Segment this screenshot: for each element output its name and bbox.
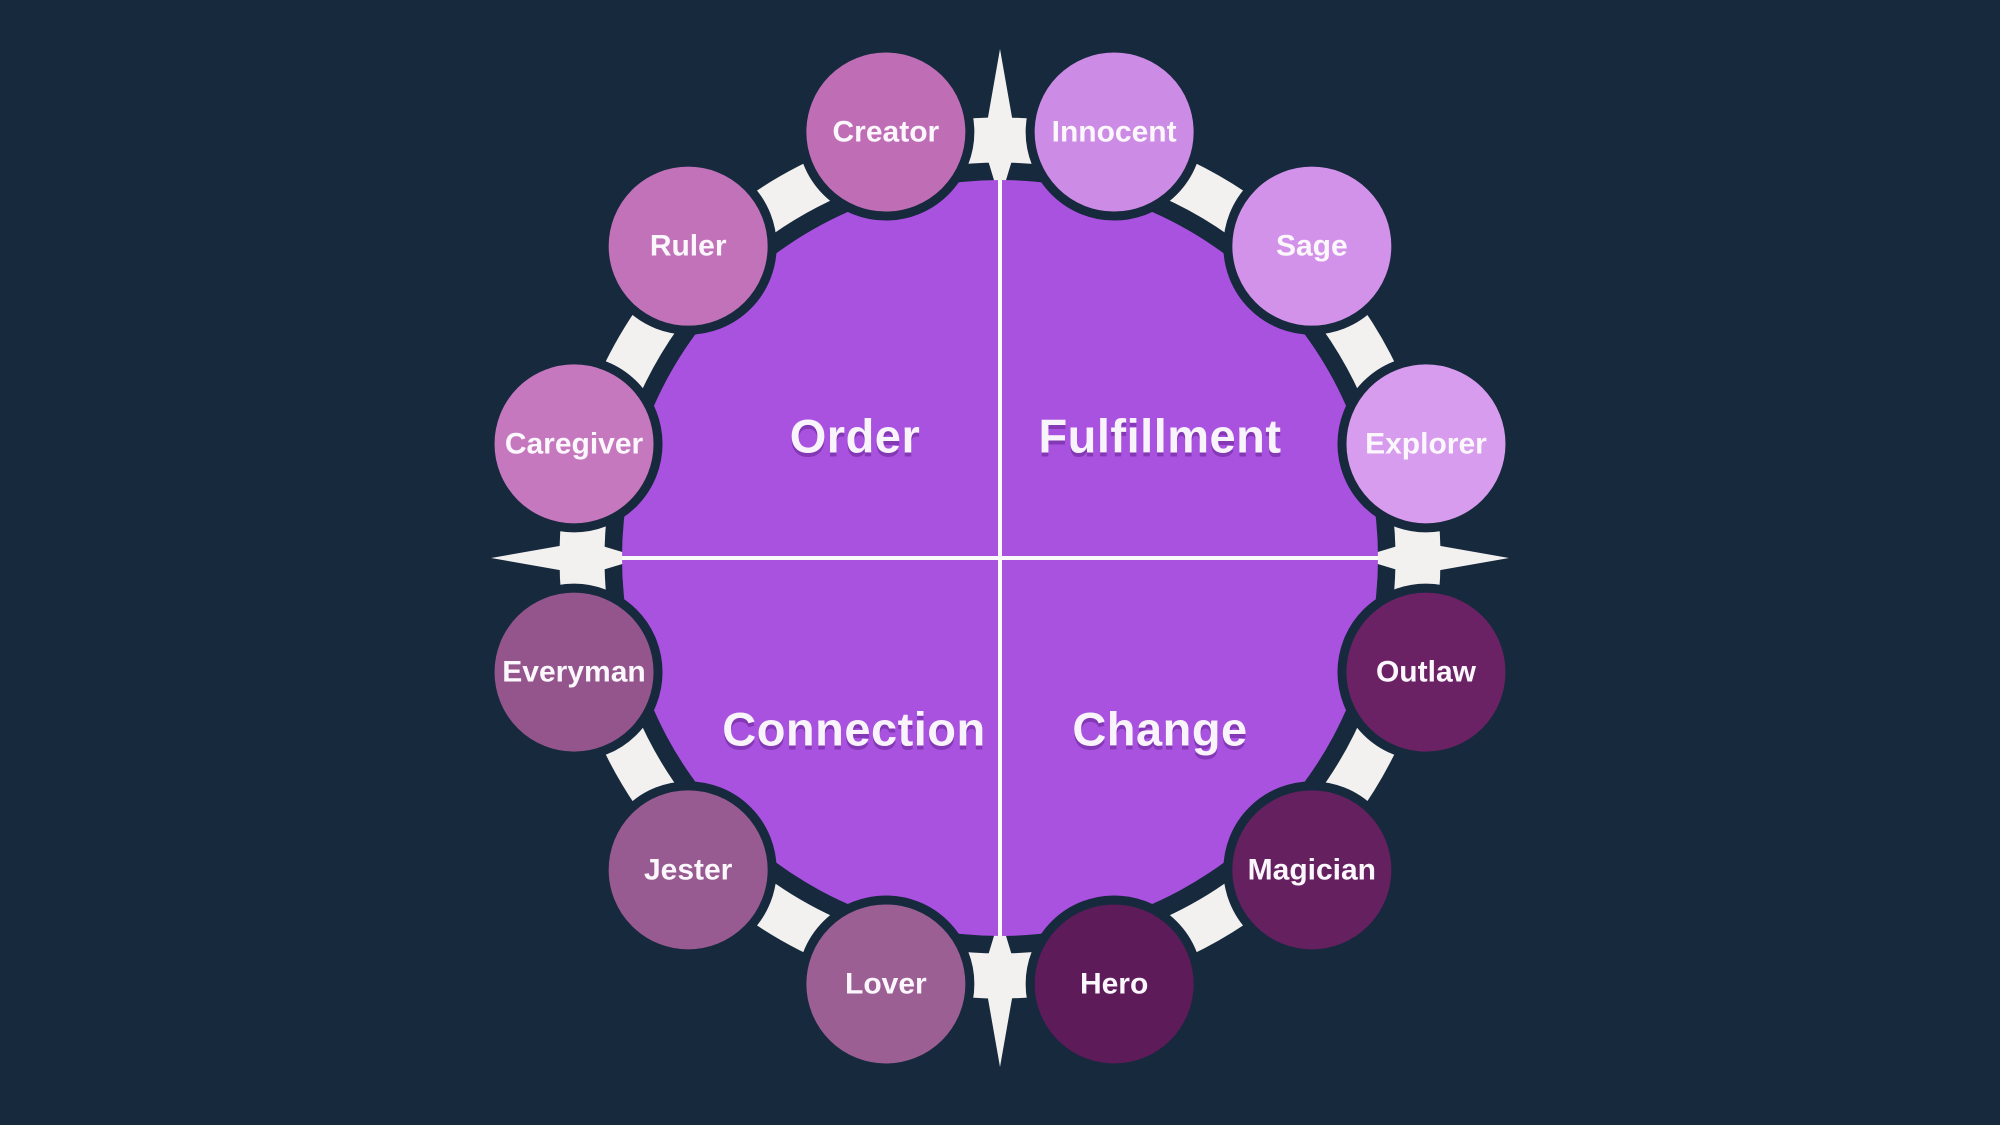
- archetype-node-sage: [1223, 157, 1401, 335]
- compass-star-east: [1358, 508, 1509, 608]
- archetype-label-hero: Hero: [1080, 967, 1148, 1000]
- archetype-node-explorer: [1337, 355, 1515, 533]
- quadrant-label-change: Change: [1072, 703, 1247, 756]
- archetype-label-outlaw: Outlaw: [1376, 656, 1477, 689]
- archetype-node-magician: [1223, 781, 1401, 959]
- archetype-node-caregiver: [485, 355, 663, 533]
- archetype-node-innocent: [1025, 43, 1203, 221]
- archetype-node-ruler: [599, 157, 777, 335]
- compass-star-west: [491, 508, 642, 608]
- archetype-node-outlaw: [1337, 583, 1515, 761]
- archetype-node-lover: [797, 895, 975, 1073]
- archetype-label-ruler: Ruler: [650, 230, 727, 263]
- archetype-node-creator: [797, 43, 975, 221]
- quadrant-label-order: Order: [790, 410, 921, 463]
- archetype-label-lover: Lover: [845, 967, 927, 1000]
- archetype-label-innocent: Innocent: [1052, 116, 1177, 149]
- archetype-label-magician: Magician: [1248, 853, 1376, 886]
- archetype-label-creator: Creator: [833, 116, 940, 149]
- quadrant-label-shadow: Connection: [722, 707, 985, 760]
- archetype-node-everyman: [485, 583, 663, 761]
- quadrant-label-shadow: Change: [1072, 707, 1247, 760]
- compass-star-north: [950, 49, 1050, 200]
- compass-star-south: [950, 916, 1050, 1067]
- quadrant-label-shadow: Fulfillment: [1038, 414, 1281, 467]
- archetype-label-explorer: Explorer: [1365, 427, 1487, 460]
- archetype-label-jester: Jester: [644, 853, 733, 886]
- archetype-label-caregiver: Caregiver: [505, 427, 644, 460]
- quadrant-label-shadow: Order: [790, 414, 921, 467]
- archetype-node-hero: [1025, 895, 1203, 1073]
- archetype-node-jester: [599, 781, 777, 959]
- archetype-label-sage: Sage: [1276, 230, 1348, 263]
- quadrant-label-fulfillment: Fulfillment: [1038, 410, 1281, 463]
- quadrant-label-connection: Connection: [722, 703, 985, 756]
- archetype-label-everyman: Everyman: [502, 656, 645, 689]
